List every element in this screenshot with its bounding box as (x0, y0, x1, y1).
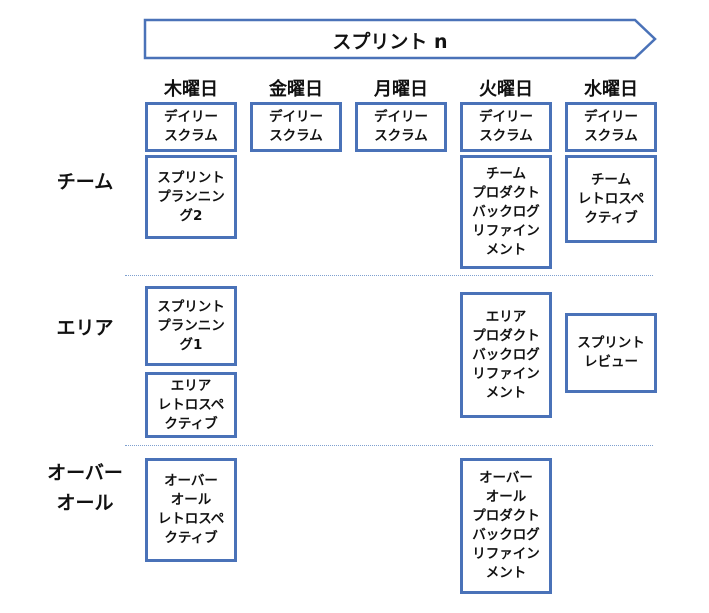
lane-divider-area-overall (125, 445, 653, 446)
sprint-title: スプリント n (332, 30, 448, 53)
area-sprint-planning-1: スプリント プランニン グ1 (145, 286, 237, 366)
overall-retrospective: オーバー オール レトロスペ クティブ (145, 458, 237, 562)
day-header-tuesday: 火曜日 (479, 79, 533, 100)
area-retrospective: エリア レトロスペ クティブ (145, 372, 237, 438)
daily-scrum-monday: デイリー スクラム (355, 102, 447, 152)
team-retrospective: チーム レトロスペ クティブ (565, 155, 657, 243)
lane-label-area: エリア (56, 317, 114, 339)
overall-backlog-refinement: オーバー オール プロダクト バックログ リファイン メント (460, 458, 552, 594)
day-header-thursday: 木曜日 (164, 79, 218, 100)
day-header-friday: 金曜日 (269, 79, 323, 100)
day-header-monday: 月曜日 (374, 79, 428, 100)
daily-scrum-wednesday: デイリー スクラム (565, 102, 657, 152)
sprint-arrow (143, 18, 657, 60)
daily-scrum-friday: デイリー スクラム (250, 102, 342, 152)
daily-scrum-tuesday: デイリー スクラム (460, 102, 552, 152)
daily-scrum-thursday: デイリー スクラム (145, 102, 237, 152)
area-backlog-refinement: エリア プロダクト バックログ リファイン メント (460, 292, 552, 418)
sprint-review: スプリント レビュー (565, 313, 657, 393)
lane-label-overall: オーバー オール (47, 462, 123, 514)
lane-divider-team-area (125, 275, 653, 276)
team-sprint-planning-2: スプリント プランニン グ2 (145, 155, 237, 239)
team-backlog-refinement: チーム プロダクト バックログ リファイン メント (460, 155, 552, 269)
lane-label-team: チーム (56, 171, 114, 193)
day-header-wednesday: 水曜日 (584, 79, 638, 100)
